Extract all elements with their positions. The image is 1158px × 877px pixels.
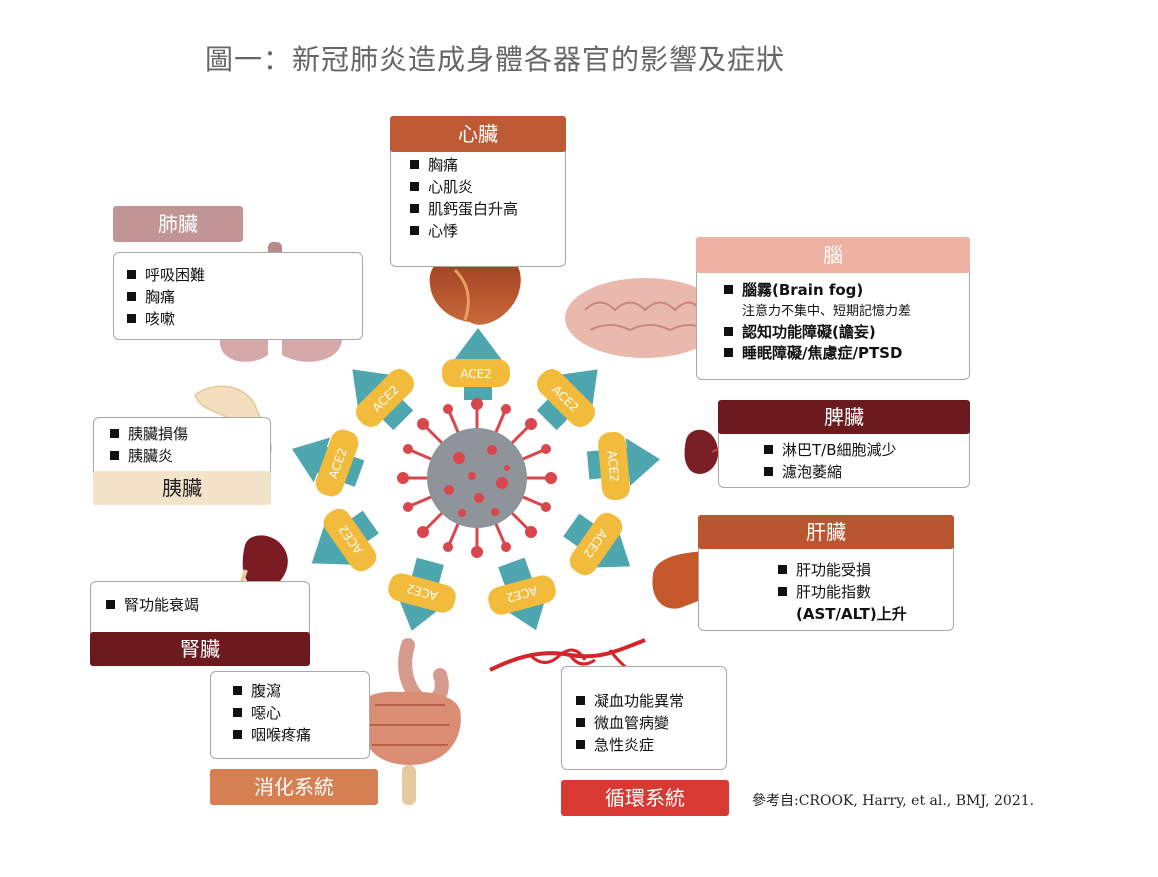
pancreas-header: 胰臟: [93, 471, 271, 505]
spleen-header: 脾臟: [718, 400, 970, 434]
list-item: 咽喉疼痛: [233, 724, 311, 746]
list-item: 胸痛: [127, 286, 205, 308]
list-item: 腎功能衰竭: [106, 594, 199, 616]
list-item: 胰臟損傷: [110, 423, 188, 445]
list-item: 噁心: [233, 702, 311, 724]
list-item: 睡眠障礙/焦慮症/PTSD: [724, 343, 911, 364]
brain-symptom-list: 腦霧(Brain fog) 注意力不集中、短期記憶力差 認知功能障礙(譫妄) 睡…: [724, 280, 911, 364]
list-item: 認知功能障礙(譫妄): [724, 322, 911, 343]
list-item: 咳嗽: [127, 308, 205, 330]
list-item: 心悸: [410, 220, 518, 242]
circulatory-header: 循環系統: [561, 780, 729, 816]
list-item: 心肌炎: [410, 176, 518, 198]
liver-header: 肝臟: [698, 515, 954, 549]
list-item: 肝功能指數: [778, 581, 907, 603]
pancreas-symptom-list: 胰臟損傷 胰臟炎: [110, 423, 188, 467]
heart-symptom-list: 胸痛 心肌炎 肌鈣蛋白升高 心悸: [410, 154, 518, 242]
list-item: 肝功能受損: [778, 559, 907, 581]
list-item: 胸痛: [410, 154, 518, 176]
liver-symptom-list: 肝功能受損 肝功能指數 (AST/ALT)上升: [778, 559, 907, 625]
list-item: 腦霧(Brain fog): [724, 280, 911, 301]
list-item-continuation: (AST/ALT)上升: [796, 605, 907, 623]
circulatory-symptom-list: 凝血功能異常 微血管病變 急性炎症: [576, 690, 684, 756]
list-item: 淋巴T/B細胞減少: [764, 439, 897, 461]
circulatory-panel: [561, 666, 727, 770]
lung-panel: [113, 252, 363, 340]
ace2-label-spleen: ACE2: [605, 450, 622, 483]
lung-header: 肺臟: [113, 206, 243, 242]
brain-header: 腦: [696, 237, 970, 273]
kidney-symptom-list: 腎功能衰竭: [106, 594, 199, 616]
digestive-icon: [359, 638, 461, 805]
brain-icon: [565, 278, 725, 358]
reference-citation: 參考自:CROOK, Harry, et al., BMJ, 2021.: [752, 793, 1035, 809]
virus-icon: [397, 398, 557, 558]
list-item: 胰臟炎: [110, 445, 188, 467]
heart-panel: [390, 135, 566, 267]
list-item: 呼吸困難: [127, 264, 205, 286]
list-item: 腹瀉: [233, 680, 311, 702]
list-item: 急性炎症: [576, 734, 684, 756]
kidney-header: 腎臟: [90, 632, 310, 666]
list-item: 微血管病變: [576, 712, 684, 734]
list-item: 肌鈣蛋白升高: [410, 198, 518, 220]
ace2-label-heart: ACE2: [460, 367, 492, 381]
lung-symptom-list: 呼吸困難 胸痛 咳嗽: [127, 264, 205, 330]
list-item: 濾泡萎縮: [764, 461, 897, 483]
figure-title: 圖一：新冠肺炎造成身體各器官的影響及症狀: [205, 43, 786, 76]
heart-header: 心臟: [390, 116, 566, 152]
list-item: 凝血功能異常: [576, 690, 684, 712]
digestive-symptom-list: 腹瀉 噁心 咽喉疼痛: [233, 680, 311, 746]
list-item-note: 注意力不集中、短期記憶力差: [742, 304, 912, 319]
spleen-symptom-list: 淋巴T/B細胞減少 濾泡萎縮: [764, 439, 897, 483]
digestive-header: 消化系統: [210, 769, 378, 805]
